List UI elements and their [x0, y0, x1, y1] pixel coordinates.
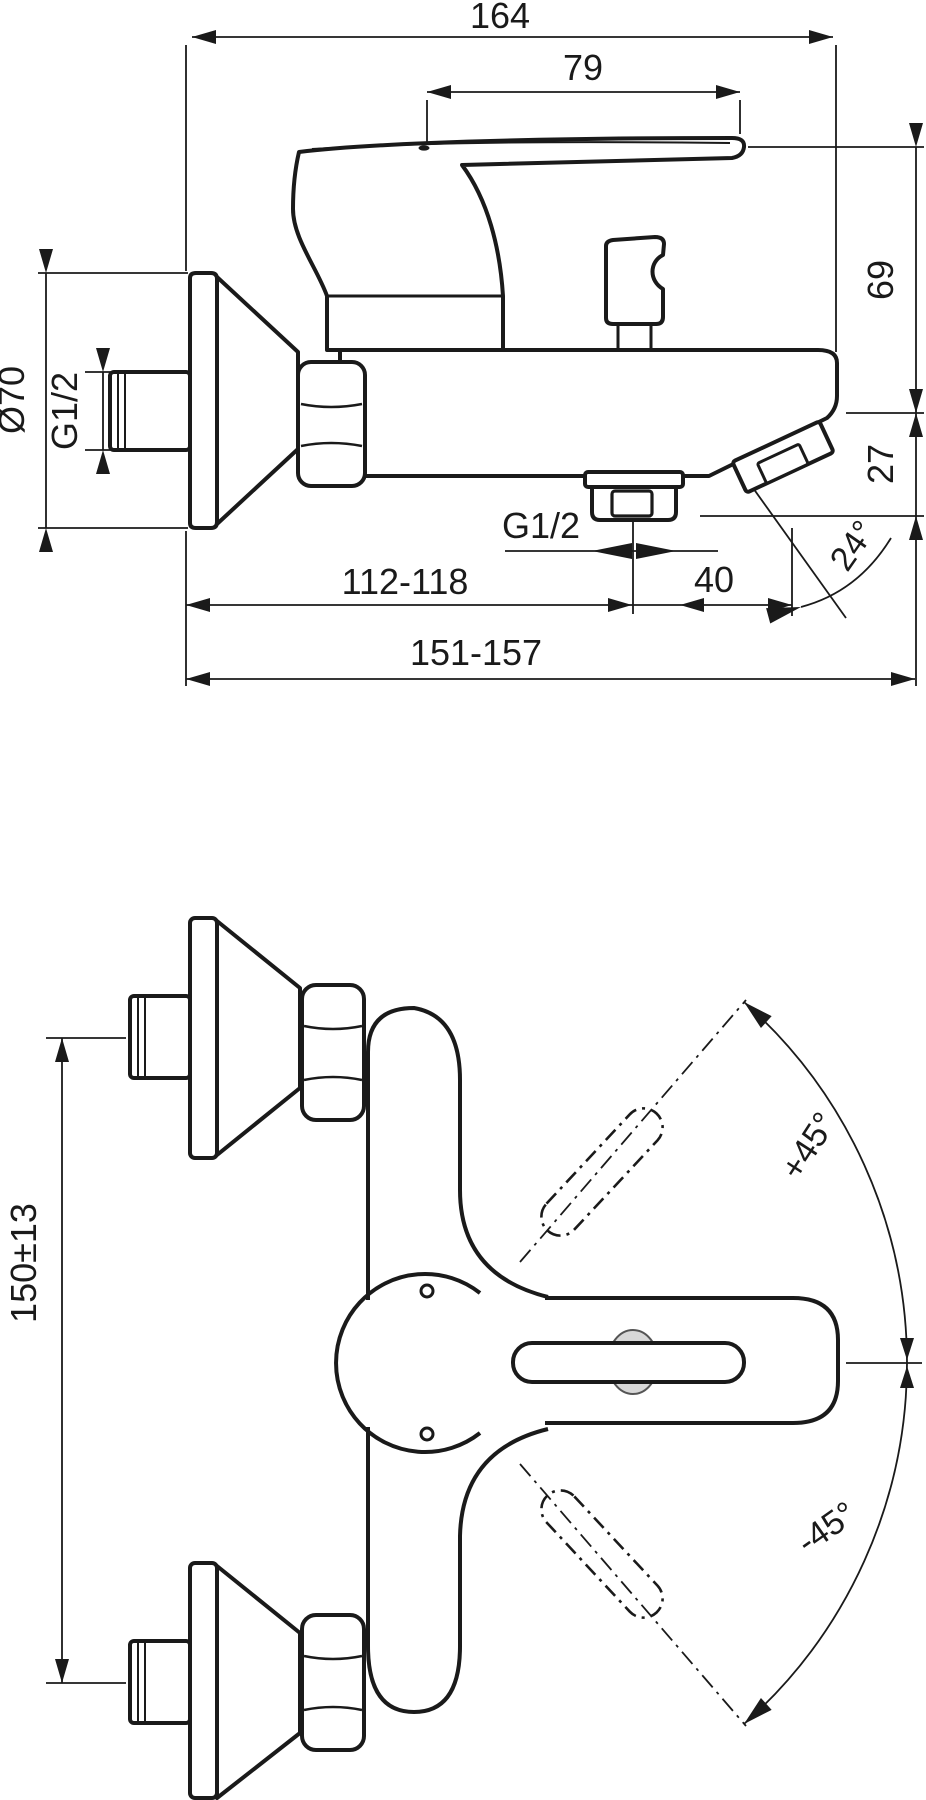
dim-flange-diameter-label: Ø70 — [0, 366, 32, 434]
body-upper-column — [366, 1006, 549, 1300]
upper-flange-cone — [215, 919, 302, 1157]
side-view-faucet — [108, 136, 839, 530]
handle-indicator-dot — [418, 145, 430, 151]
wall-flange-plate — [188, 271, 219, 530]
dim-height-label: 69 — [860, 260, 901, 300]
dim-inlet-thread-label: G1/2 — [44, 372, 85, 450]
spout-bar — [545, 1296, 840, 1425]
dim-outlet-thread-label: G1/2 — [502, 505, 580, 546]
lever-position-up — [540, 1107, 664, 1237]
body-lower-column — [366, 1427, 549, 1714]
faucet-body — [338, 348, 839, 478]
dim-spout-drop-label: 27 — [860, 444, 901, 484]
side-view-arrowheads — [39, 30, 923, 686]
lower-flange-cone — [215, 1564, 302, 1800]
wall-flange-cone — [215, 275, 300, 526]
dim-swing-up-label: +45° — [773, 1106, 844, 1186]
upper-union-nut — [300, 983, 366, 1122]
side-view: 164 79 69 27 Ø70 G1/2 G1/2 112-118 40 15… — [0, 0, 924, 686]
diverter-knob — [604, 235, 666, 326]
handle-hub-circle — [334, 1272, 482, 1454]
dim-spout-angle-label: 24° — [823, 514, 884, 578]
shower-outlet-collar — [583, 470, 685, 489]
union-nut — [296, 360, 367, 488]
dim-outlet-to-tip-label: 40 — [694, 559, 734, 600]
lower-union-nut — [300, 1613, 366, 1752]
lever-handle — [291, 136, 747, 352]
dim-total-reach-label: 151-157 — [410, 632, 542, 673]
dim-wall-to-outlet-label: 112-118 — [342, 561, 469, 602]
front-view-arrowheads — [55, 1002, 914, 1724]
front-view: 150±13 +45° -45° — [3, 916, 922, 1800]
lever-position-down — [540, 1489, 664, 1619]
front-view-extension-lines — [46, 999, 922, 1727]
inlet-nipple — [108, 370, 192, 452]
dim-total-depth-label: 164 — [470, 0, 530, 36]
lower-flange-plate — [188, 1561, 219, 1800]
dim-swing-down-label: -45° — [790, 1494, 863, 1561]
hub-screw-hole-bottom — [419, 1426, 435, 1442]
dim-inlet-spacing-label: 150±13 — [3, 1203, 44, 1323]
upper-flange-plate — [188, 916, 219, 1160]
lever-handle-front — [511, 1341, 746, 1384]
hub-screw-hole-top — [419, 1283, 435, 1299]
spout-aerator — [731, 420, 835, 494]
phantom-lever-positions — [540, 1107, 664, 1619]
front-view-faucet — [128, 916, 840, 1800]
dim-lever-length-label: 79 — [563, 47, 603, 88]
